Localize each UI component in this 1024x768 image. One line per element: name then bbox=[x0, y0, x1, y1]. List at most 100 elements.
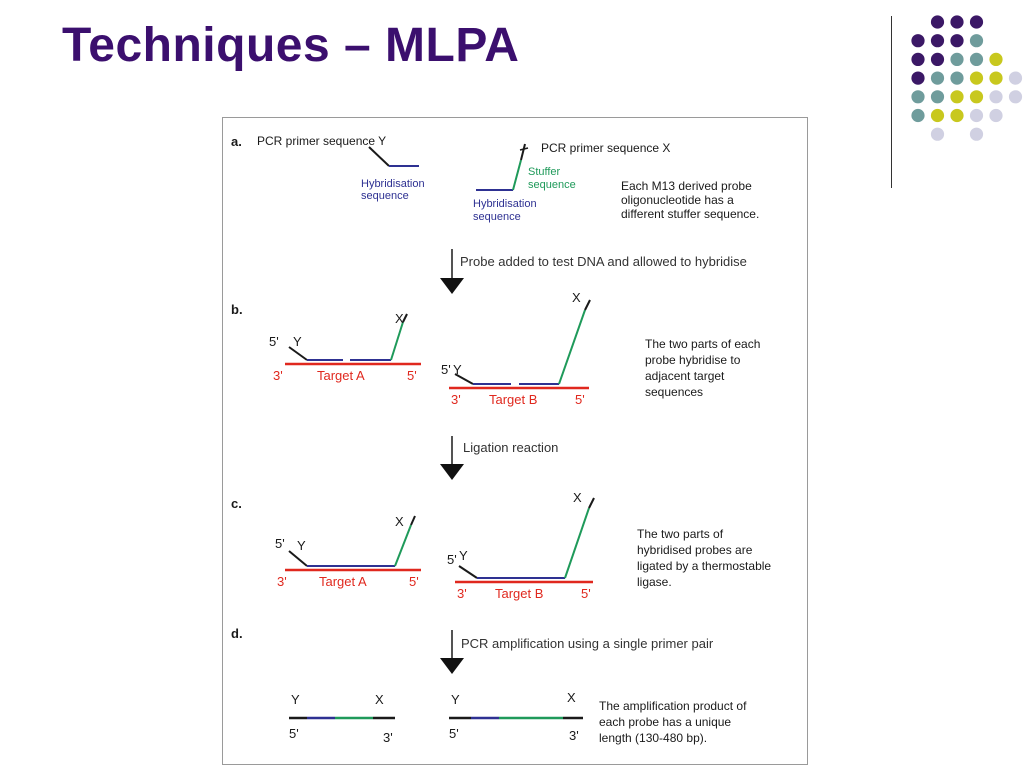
stuffer-label-2: sequence bbox=[528, 179, 576, 191]
b-left-stuffer bbox=[390, 321, 404, 361]
hyb2-label-2: sequence bbox=[473, 211, 521, 223]
step2-label: Ligation reaction bbox=[463, 440, 558, 455]
decorative-dot bbox=[950, 90, 964, 104]
b-left-x: X bbox=[395, 311, 404, 326]
step1-arrow-head bbox=[440, 278, 464, 294]
decorative-dot bbox=[911, 90, 925, 104]
b-right-y-primer bbox=[454, 373, 474, 385]
panel-c-note-2: hybridised probes are bbox=[637, 543, 753, 557]
decorative-dot bbox=[969, 52, 984, 66]
b-left-5prime-end: 5' bbox=[407, 368, 417, 383]
panel-a-note-1: Each M13 derived probe bbox=[621, 179, 752, 193]
panel-a-note-2: oligonucleotide has a bbox=[621, 193, 734, 207]
panel-d-note-2: each probe has a unique bbox=[599, 715, 731, 729]
decorative-dot bbox=[989, 71, 1003, 85]
decorative-dot bbox=[969, 15, 984, 29]
d-right-x: X bbox=[567, 690, 576, 705]
stuffer-label-1: Stuffer bbox=[528, 166, 561, 178]
c-right-5prime: 5' bbox=[447, 552, 457, 567]
c-target-b-label: Target B bbox=[495, 586, 543, 601]
step2-arrow-head bbox=[440, 464, 464, 480]
c-target-a-label: Target A bbox=[319, 574, 367, 589]
decorative-dot bbox=[969, 71, 984, 85]
panel-c-note-3: ligated by a thermostable bbox=[637, 559, 771, 573]
c-right-x-primer bbox=[588, 497, 595, 509]
decorative-dot bbox=[950, 52, 964, 66]
c-right-y-primer bbox=[458, 565, 478, 579]
hyb-seq-label-2: sequence bbox=[361, 190, 409, 202]
c-left-y-primer bbox=[288, 550, 308, 567]
decorative-dot bbox=[950, 15, 964, 29]
b-left-5prime: 5' bbox=[269, 334, 279, 349]
decorative-dot bbox=[911, 71, 925, 85]
decorative-dot bbox=[969, 127, 984, 141]
title-divider-line bbox=[891, 16, 892, 188]
hyb2-label-1: Hybridisation bbox=[473, 198, 537, 210]
b-left-y-primer bbox=[288, 346, 308, 361]
c-left-x-primer bbox=[410, 515, 416, 526]
b-target-a-label: Target A bbox=[317, 368, 365, 383]
panel-c-note-1: The two parts of bbox=[637, 527, 724, 541]
d-left-x: X bbox=[375, 692, 384, 707]
b-target-b-label: Target B bbox=[489, 392, 537, 407]
c-right-x: X bbox=[573, 490, 582, 505]
panel-b-note-1: The two parts of each bbox=[645, 337, 760, 351]
hyb-seq-label-1: Hybridisation bbox=[361, 178, 425, 190]
c-left-stuffer bbox=[394, 524, 412, 567]
panel-d-note-1: The amplification product of bbox=[599, 699, 747, 713]
decorative-dot bbox=[911, 52, 925, 66]
c-right-y: Y bbox=[459, 548, 468, 563]
c-right-3prime: 3' bbox=[457, 586, 467, 601]
panel-c-label: c. bbox=[231, 496, 242, 511]
panel-b-note-3: adjacent target bbox=[645, 369, 725, 383]
decorative-dot bbox=[1008, 90, 1023, 104]
b-right-x-primer bbox=[584, 299, 591, 311]
mlpa-diagram: a. PCR primer sequence Y Hybridisation s… bbox=[231, 134, 771, 745]
probe-y-primer-segment bbox=[368, 146, 390, 167]
panel-b-note-2: probe hybridise to bbox=[645, 353, 741, 367]
d-right-3prime: 3' bbox=[569, 728, 579, 743]
panel-a-note-3: different stuffer sequence. bbox=[621, 207, 759, 221]
b-right-5prime-end: 5' bbox=[575, 392, 585, 407]
d-left-5prime: 5' bbox=[289, 726, 299, 741]
panel-b-label: b. bbox=[231, 302, 243, 317]
decorative-dot bbox=[969, 108, 984, 123]
decorative-dot bbox=[969, 34, 984, 48]
mlpa-figure: a. PCR primer sequence Y Hybridisation s… bbox=[222, 117, 808, 765]
c-left-3prime: 3' bbox=[277, 574, 287, 589]
c-left-y: Y bbox=[297, 538, 306, 553]
decorative-dot bbox=[930, 34, 945, 48]
decorative-dot bbox=[950, 34, 964, 48]
probe-x-primer-segment bbox=[520, 143, 526, 161]
step1-label: Probe added to test DNA and allowed to h… bbox=[460, 254, 747, 269]
decorative-dot bbox=[989, 90, 1003, 104]
decorative-dot bbox=[911, 34, 925, 48]
d-right-y: Y bbox=[451, 692, 460, 707]
b-right-5prime: 5' bbox=[441, 362, 451, 377]
d-left-3prime: 3' bbox=[383, 730, 393, 745]
decorative-dot bbox=[950, 71, 964, 85]
primer-y-label: PCR primer sequence Y bbox=[257, 134, 386, 148]
panel-a-label: a. bbox=[231, 134, 242, 149]
c-left-x: X bbox=[395, 514, 404, 529]
panel-d-label: d. bbox=[231, 626, 243, 641]
decorative-dot bbox=[930, 15, 945, 29]
b-left-3prime: 3' bbox=[273, 368, 283, 383]
decorative-dot bbox=[930, 108, 945, 123]
decorative-dot bbox=[989, 108, 1003, 123]
decorative-dot bbox=[930, 71, 945, 85]
decorative-dot bbox=[950, 108, 964, 123]
decorative-dot bbox=[930, 90, 945, 104]
panel-c-note-4: ligase. bbox=[637, 575, 672, 589]
c-left-5prime: 5' bbox=[275, 536, 285, 551]
decorative-dot bbox=[969, 90, 984, 104]
step3-label: PCR amplification using a single primer … bbox=[461, 636, 714, 651]
decorative-dot bbox=[930, 127, 945, 141]
b-right-stuffer bbox=[558, 309, 586, 385]
d-right-5prime: 5' bbox=[449, 726, 459, 741]
d-left-y: Y bbox=[291, 692, 300, 707]
panel-b-note-4: sequences bbox=[645, 385, 703, 399]
slide-title: Techniques – MLPA bbox=[62, 19, 520, 72]
probe-x-tick bbox=[519, 147, 529, 151]
decorative-dot bbox=[911, 108, 925, 123]
